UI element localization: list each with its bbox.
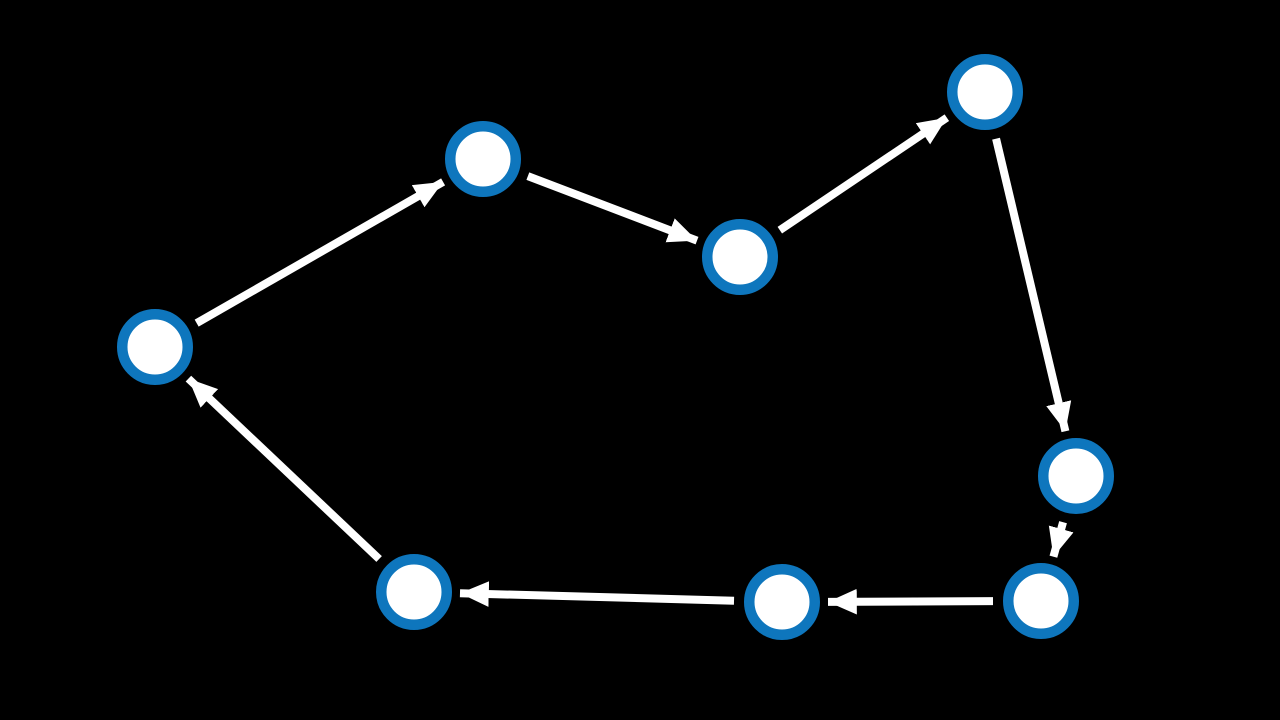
graph-node-3 — [702, 219, 778, 295]
edge-arrow-node-3-to-node-4 — [777, 114, 950, 234]
edge-arrow-node-2-to-node-3 — [526, 172, 699, 245]
graph-node-7 — [744, 564, 820, 640]
graph-node-5 — [1038, 438, 1114, 514]
edges-layer — [185, 114, 1074, 615]
graph-node-4 — [947, 54, 1023, 130]
edge-arrow-node-1-to-node-2 — [194, 178, 446, 327]
nodes-layer — [117, 54, 1114, 640]
edge-arrow-node-4-to-node-5 — [992, 137, 1072, 433]
edge-arrow-node-8-to-node-1 — [185, 375, 382, 562]
graph-node-6 — [1003, 563, 1079, 639]
graph-node-1 — [117, 309, 193, 385]
edge-arrow-node-6-to-node-7 — [827, 588, 994, 615]
edge-arrow-node-5-to-node-6 — [1048, 521, 1074, 558]
graph-node-2 — [445, 121, 521, 197]
edge-arrow-node-7-to-node-8 — [459, 581, 735, 607]
graph-node-8 — [376, 554, 452, 630]
